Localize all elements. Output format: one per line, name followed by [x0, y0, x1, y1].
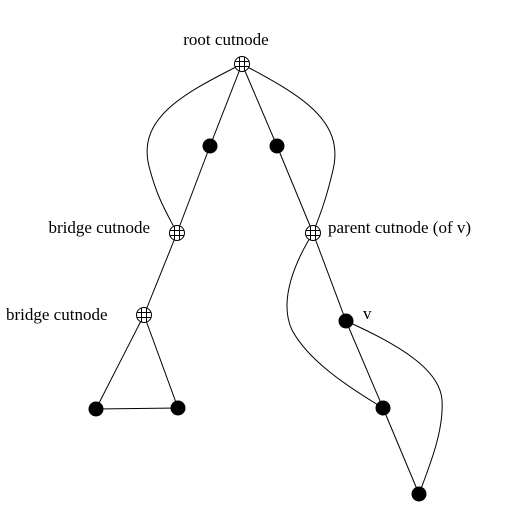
- label-parent-cutnode: parent cutnode (of v): [328, 218, 471, 237]
- edge-bridge-lower-to-triangle-right: [143, 314, 179, 409]
- labels: root cutnode bridge cutnode bridge cutno…: [6, 30, 471, 324]
- edge-root-to-right-node: [241, 63, 278, 147]
- node-middle: [375, 400, 391, 416]
- label-bridge-cutnode-lower: bridge cutnode: [6, 305, 108, 324]
- edge-parent-to-v: [312, 232, 347, 322]
- edge-triangle-base: [95, 407, 179, 410]
- edge-v-to-bottom-curved: [345, 320, 443, 495]
- edge-parent-to-middle-curved: [286, 232, 384, 409]
- node-right-upper: [269, 138, 285, 154]
- edge-right-node-to-parent: [276, 145, 314, 234]
- edge-middle-to-bottom: [382, 407, 420, 495]
- node-triangle-left: [88, 401, 104, 417]
- edge-root-to-left-node: [209, 63, 243, 147]
- edge-bridge-upper-to-bridge-lower: [143, 232, 178, 316]
- edge-left-node-to-bridge-upper: [176, 145, 211, 234]
- label-v: v: [363, 304, 372, 323]
- label-bridge-cutnode-upper: bridge cutnode: [49, 218, 151, 237]
- edge-bridge-lower-to-triangle-left: [95, 314, 145, 410]
- node-v: [338, 313, 354, 329]
- root-cutnode: [234, 56, 250, 72]
- node-bottom: [411, 486, 427, 502]
- edge-v-to-middle: [345, 320, 384, 409]
- label-root-cutnode: root cutnode: [183, 30, 268, 49]
- edges: [95, 63, 443, 495]
- bridge-cutnode-lower: [136, 307, 152, 323]
- parent-cutnode: [305, 225, 321, 241]
- edge-root-to-parent-curved: [241, 63, 336, 234]
- node-left-upper: [202, 138, 218, 154]
- edge-root-to-bridge-upper-curved: [146, 63, 243, 234]
- bridge-cutnode-upper: [169, 225, 185, 241]
- nodes: [88, 56, 427, 502]
- node-triangle-right: [170, 400, 186, 416]
